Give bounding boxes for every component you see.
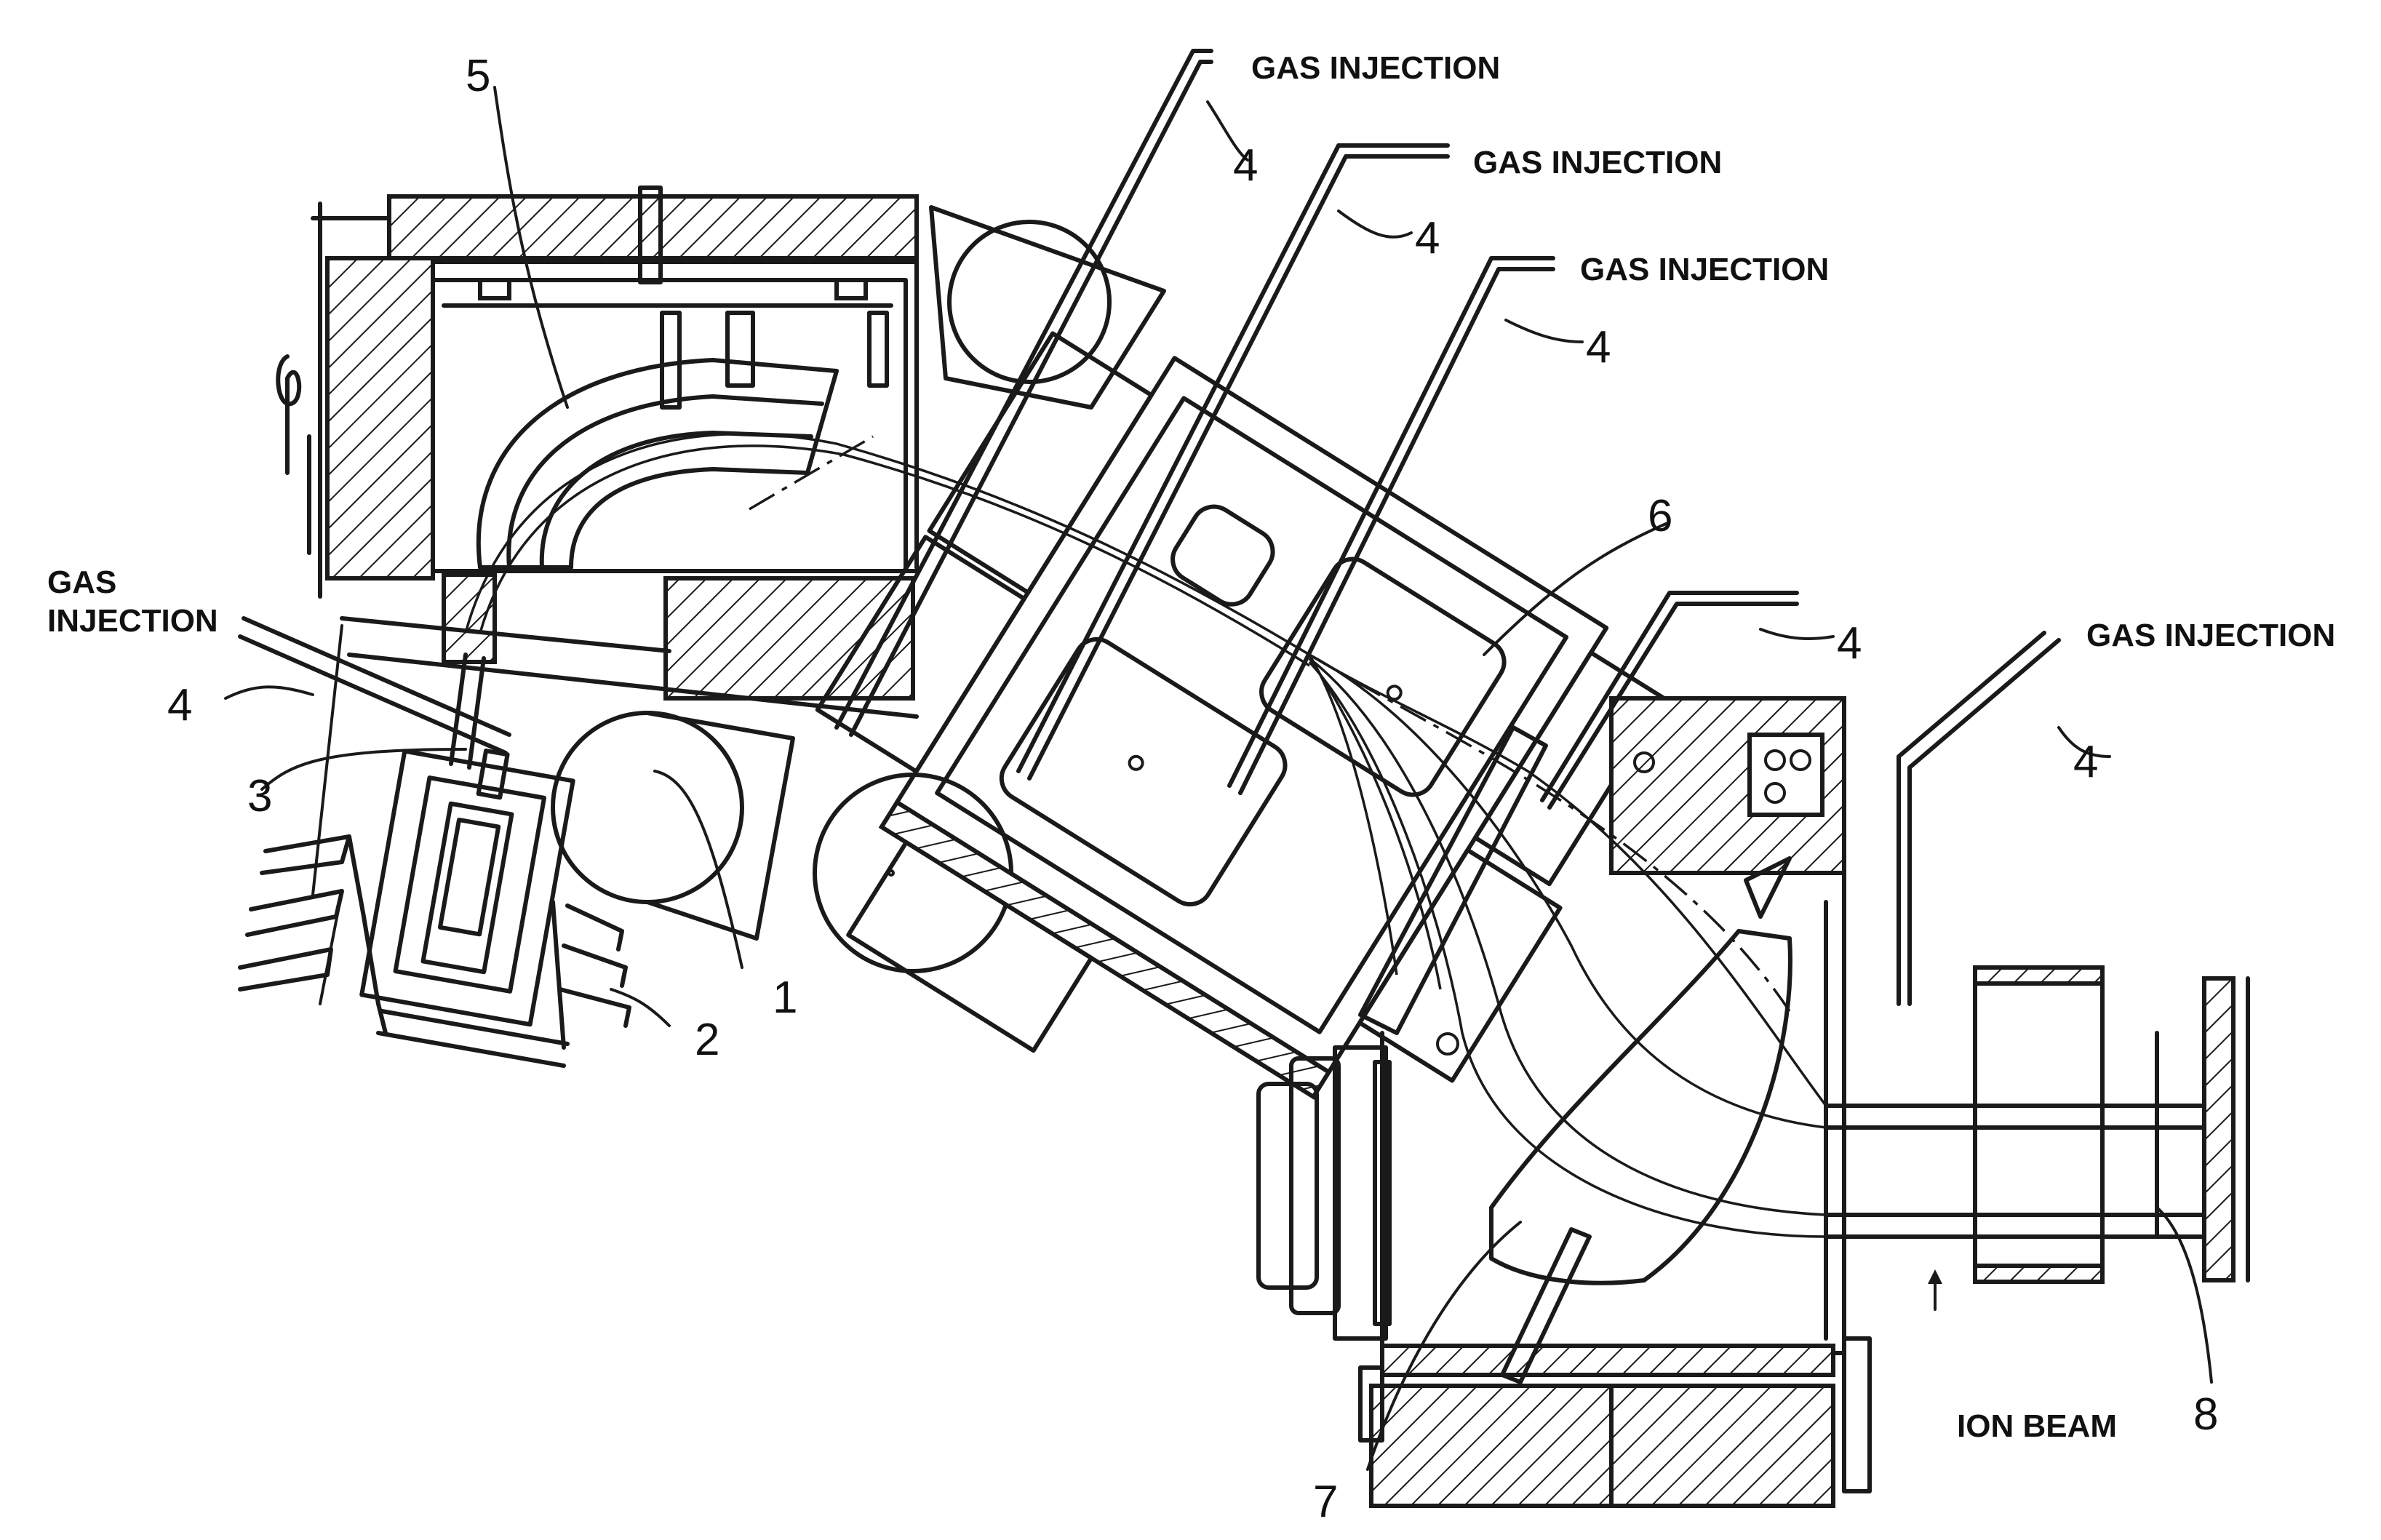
right-magnet-chamber (1256, 696, 1872, 1508)
gas-injection-label-3: GAS INJECTION (1580, 252, 1829, 287)
gas-injection-label-1: GAS INJECTION (1251, 50, 1500, 86)
ref-number-4e: 4 (2073, 737, 2098, 787)
ref-number-4d: 4 (1837, 618, 1862, 669)
ref-number-4c: 4 (1586, 322, 1611, 372)
ref-number-8: 8 (2193, 1389, 2218, 1440)
ref-number-6: 6 (1648, 491, 1672, 541)
gas-injection-label-left-line1: GAS (47, 564, 116, 600)
gas-injection-label-left-line2: INJECTION (47, 603, 218, 639)
ref-number-4b: 4 (1415, 213, 1440, 263)
analyzer-magnet-housing (276, 185, 919, 719)
ref-number-7: 7 (1313, 1477, 1338, 1527)
leader-lines (224, 86, 2213, 1471)
ref-number-4a: 4 (1233, 140, 1258, 191)
ref-number-2: 2 (695, 1015, 719, 1065)
ref-number-4-left: 4 (167, 680, 192, 730)
deflection-chamber (815, 331, 1667, 1100)
exit-beamline (1824, 965, 2250, 1284)
ref-number-5: 5 (466, 51, 490, 101)
gas-injection-label-2: GAS INJECTION (1473, 145, 1722, 180)
gas-injection-label-right: GAS INJECTION (2086, 618, 2335, 653)
ion-source-assembly (238, 624, 631, 1068)
gas-injection-lines (238, 49, 2061, 1006)
ref-number-1: 1 (773, 973, 797, 1023)
ion-beam-paths (464, 432, 1827, 1238)
ion-beam-label: ION BEAM (1957, 1408, 2117, 1444)
ref-number-3: 3 (247, 771, 272, 821)
